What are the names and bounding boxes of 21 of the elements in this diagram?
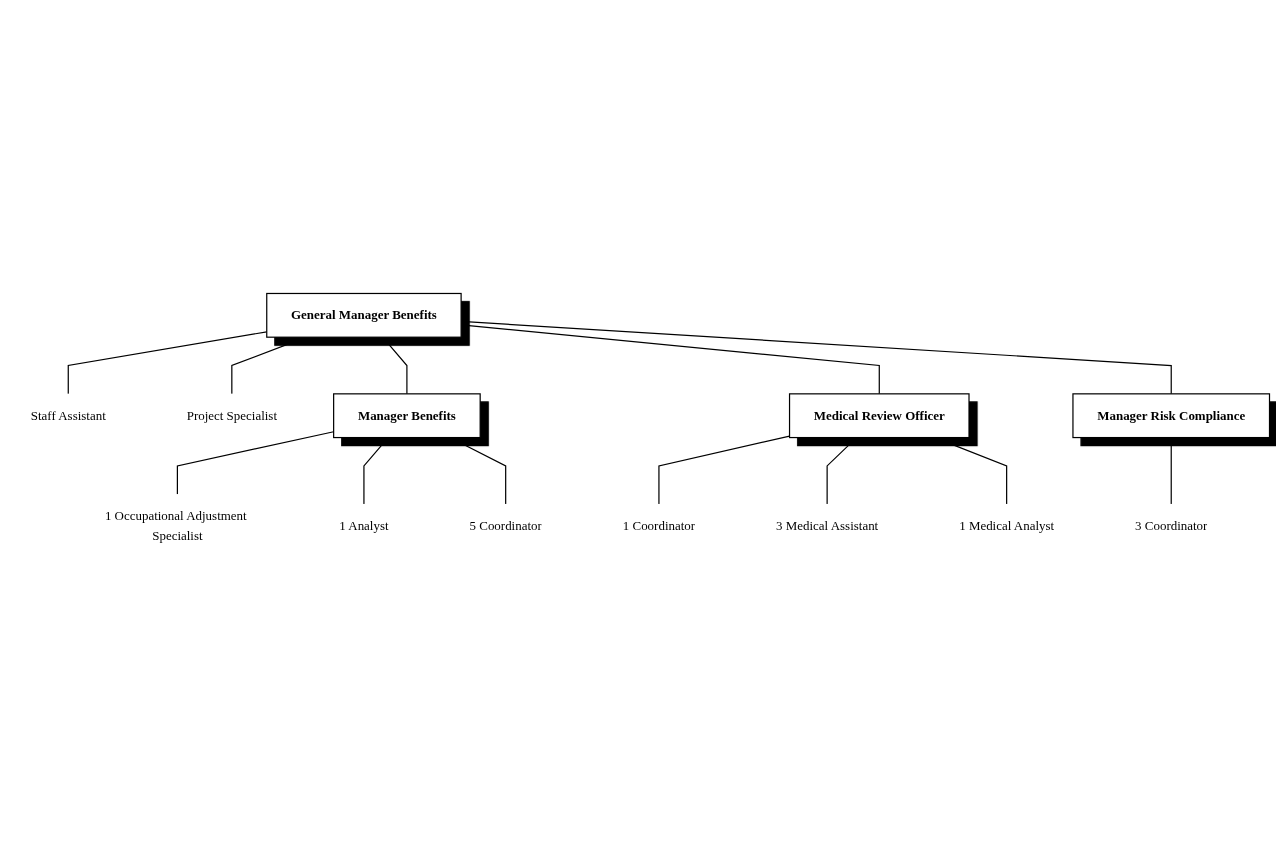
- node-box: General Manager Benefits: [266, 292, 462, 338]
- node-text: 1 Coordinator: [622, 518, 696, 532]
- connector: [826, 436, 858, 505]
- node-text: 1 Medical Analyst: [959, 518, 1055, 532]
- node-box: Medical Review Officer: [788, 392, 970, 438]
- node-text: 5 Coordinator: [469, 518, 542, 532]
- node-box: Manager Risk Compliance: [1072, 392, 1271, 438]
- connector: [449, 436, 507, 505]
- node-text: 1 Analyst: [339, 518, 389, 532]
- node-text: Project Specialist: [186, 408, 277, 422]
- node-text: 3 Coordinator: [1135, 518, 1208, 532]
- connector: [1170, 436, 1172, 505]
- connector: [934, 436, 1008, 505]
- connector: [382, 336, 408, 395]
- node-text: 3 Medical Assistant: [776, 518, 879, 532]
- connector: [363, 436, 389, 505]
- connector: [231, 336, 307, 395]
- node-text: 1 Occupational Adjustment Specialist: [104, 508, 247, 542]
- connector: [658, 435, 791, 505]
- node-text: Staff Assistant: [30, 408, 106, 422]
- node-box: Manager Benefits: [333, 392, 481, 438]
